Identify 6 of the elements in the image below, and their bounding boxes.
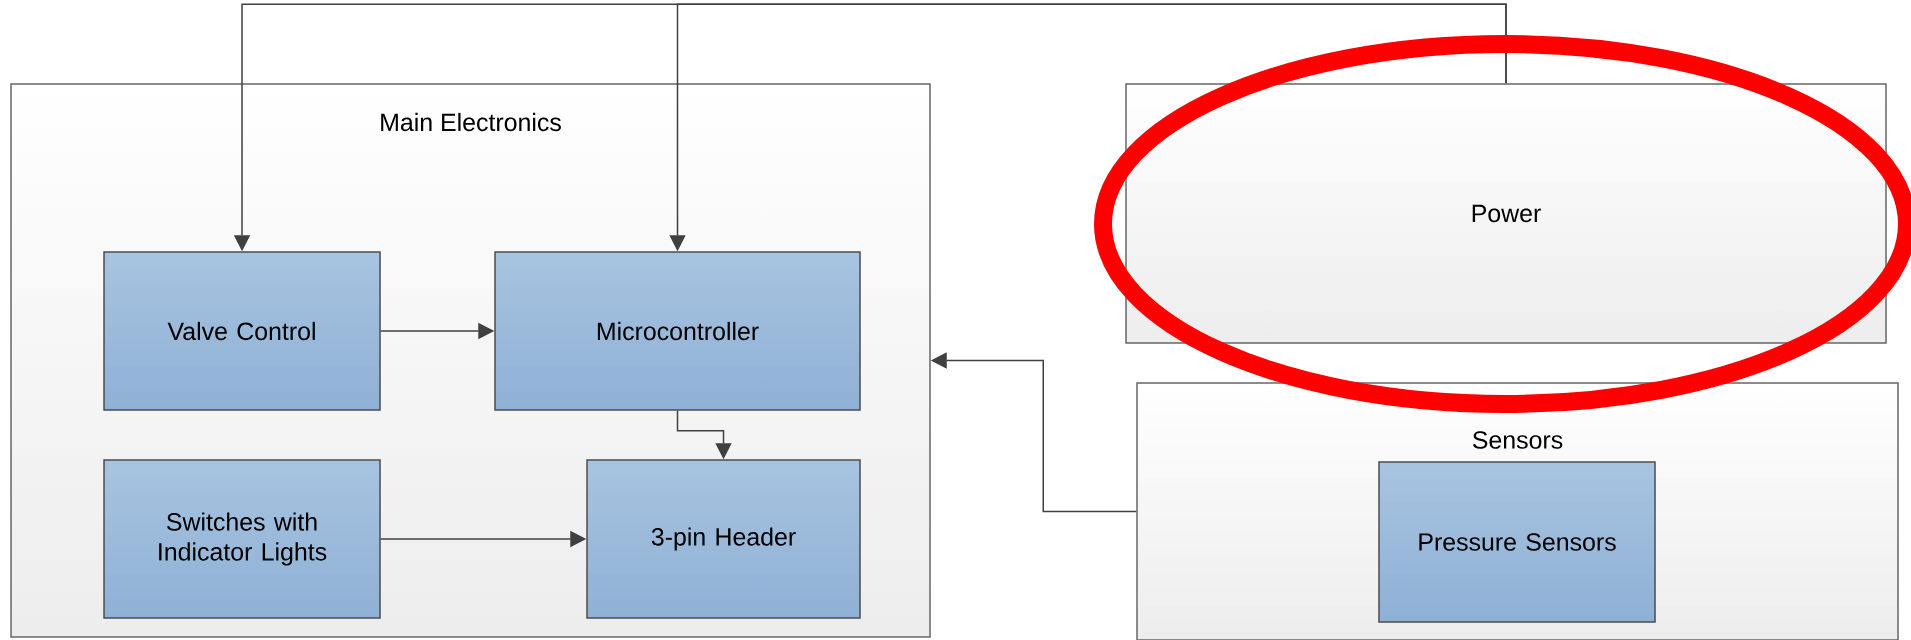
- block-box: Pressure Sensors: [1378, 461, 1656, 623]
- module-box: Power: [1125, 83, 1887, 344]
- block-box: Microcontroller: [494, 251, 861, 411]
- block-box: 3-pin Header: [586, 459, 861, 619]
- block-box: Valve Control: [103, 251, 381, 411]
- block-box: Switches with Indicator Lights: [103, 459, 381, 619]
